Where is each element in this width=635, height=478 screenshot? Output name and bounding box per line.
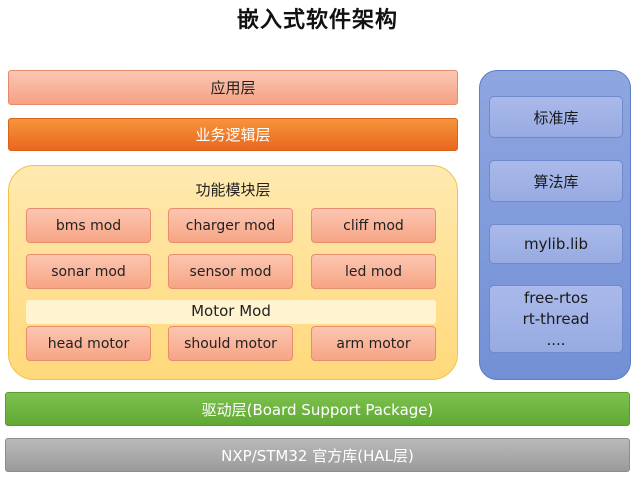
rtos-freertos: free-rtos	[523, 288, 589, 307]
library-mylib: mylib.lib	[489, 224, 623, 264]
module-sonar: sonar mod	[26, 254, 151, 289]
library-algorithm: 算法库	[489, 160, 623, 202]
hal-layer: NXP/STM32 官方库(HAL层)	[5, 438, 630, 472]
module-bms: bms mod	[26, 208, 151, 243]
diagram-title: 嵌入式软件架构	[236, 8, 398, 33]
module-head-motor: head motor	[26, 326, 151, 361]
app-layer: 应用层	[8, 70, 458, 105]
library-standard: 标准库	[489, 96, 623, 138]
module-sensor: sensor mod	[168, 254, 293, 289]
module-arm-motor: arm motor	[311, 326, 436, 361]
motor-mod-title: Motor Mod	[191, 302, 271, 320]
business-logic-layer: 业务逻辑层	[8, 118, 458, 151]
motor-mod-band	[26, 300, 436, 324]
module-cliff: cliff mod	[311, 208, 436, 243]
rtos-more: ....	[546, 330, 566, 349]
rtos-rtthread: rt-thread	[522, 309, 590, 328]
library-rtos: free-rtos rt-thread ....	[489, 285, 623, 353]
module-led: led mod	[311, 254, 436, 289]
module-charger: charger mod	[168, 208, 293, 243]
module-should-motor: should motor	[168, 326, 293, 361]
driver-layer: 驱动层(Board Support Package)	[5, 392, 630, 426]
function-module-layer-title: 功能模块层	[195, 181, 271, 199]
